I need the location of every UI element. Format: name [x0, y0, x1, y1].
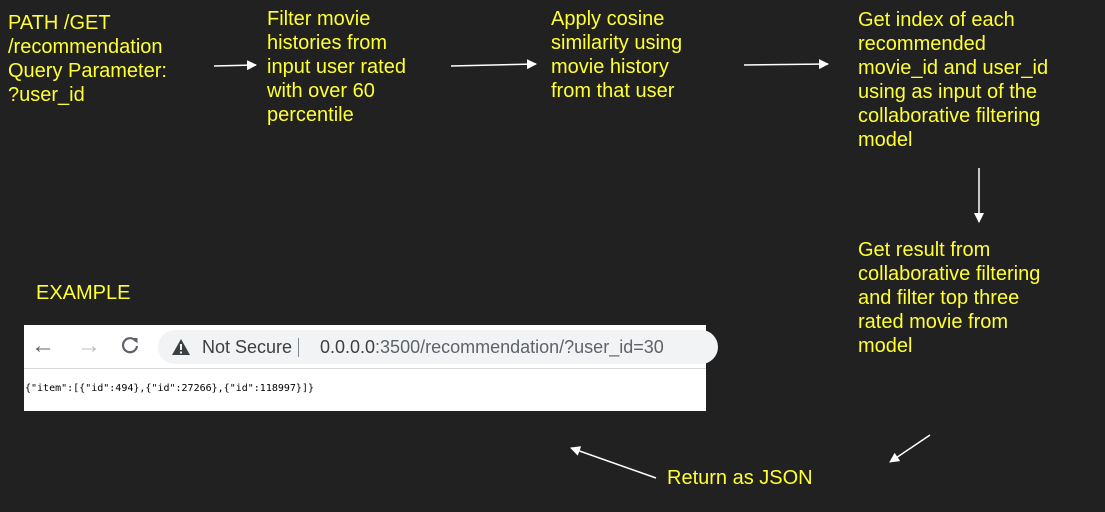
json-response: {"item":[{"id":494},{"id":27266},{"id":1… — [25, 383, 314, 394]
step-filter-histories: Filter movie histories from input user r… — [267, 8, 406, 126]
browser-screenshot: ← → Not Secure 0.0.0.0:3500/recommendati… — [24, 325, 718, 411]
step-get-result: Get result from collaborative filtering … — [858, 239, 1041, 357]
arrow-return-to-example — [570, 446, 657, 479]
url-host: 0.0.0.0 — [320, 337, 376, 357]
back-arrow-icon: ← — [31, 332, 55, 359]
arrow-filter-to-cosine — [450, 59, 537, 70]
step-request: PATH /GET /recommendation Query Paramete… — [8, 12, 167, 106]
reload-icon — [115, 331, 145, 365]
forward-arrow-icon: → — [77, 332, 101, 359]
arrow-result-to-return — [889, 434, 931, 463]
not-secure-label: Not Secure — [202, 337, 293, 357]
url-path: :3500/recommendation/?user_id=30 — [375, 337, 664, 357]
address-divider — [298, 338, 299, 357]
warning-icon — [172, 339, 190, 355]
step-cosine-similarity: Apply cosine similarity using movie hist… — [551, 8, 683, 102]
arrow-cosine-to-index — [743, 59, 829, 70]
step-get-index: Get index of each recommended movie_id a… — [858, 9, 1049, 151]
step-return-json: Return as JSON — [667, 467, 813, 489]
browser-toolbar: ← → Not Secure 0.0.0.0:3500/recommendati… — [24, 325, 718, 369]
arrow-request-to-filter — [213, 60, 257, 71]
url-text: 0.0.0.0:3500/recommendation/?user_id=30 — [320, 337, 664, 357]
address-bar: Not Secure 0.0.0.0:3500/recommendation/?… — [158, 330, 718, 364]
example-label: EXAMPLE — [36, 282, 131, 304]
